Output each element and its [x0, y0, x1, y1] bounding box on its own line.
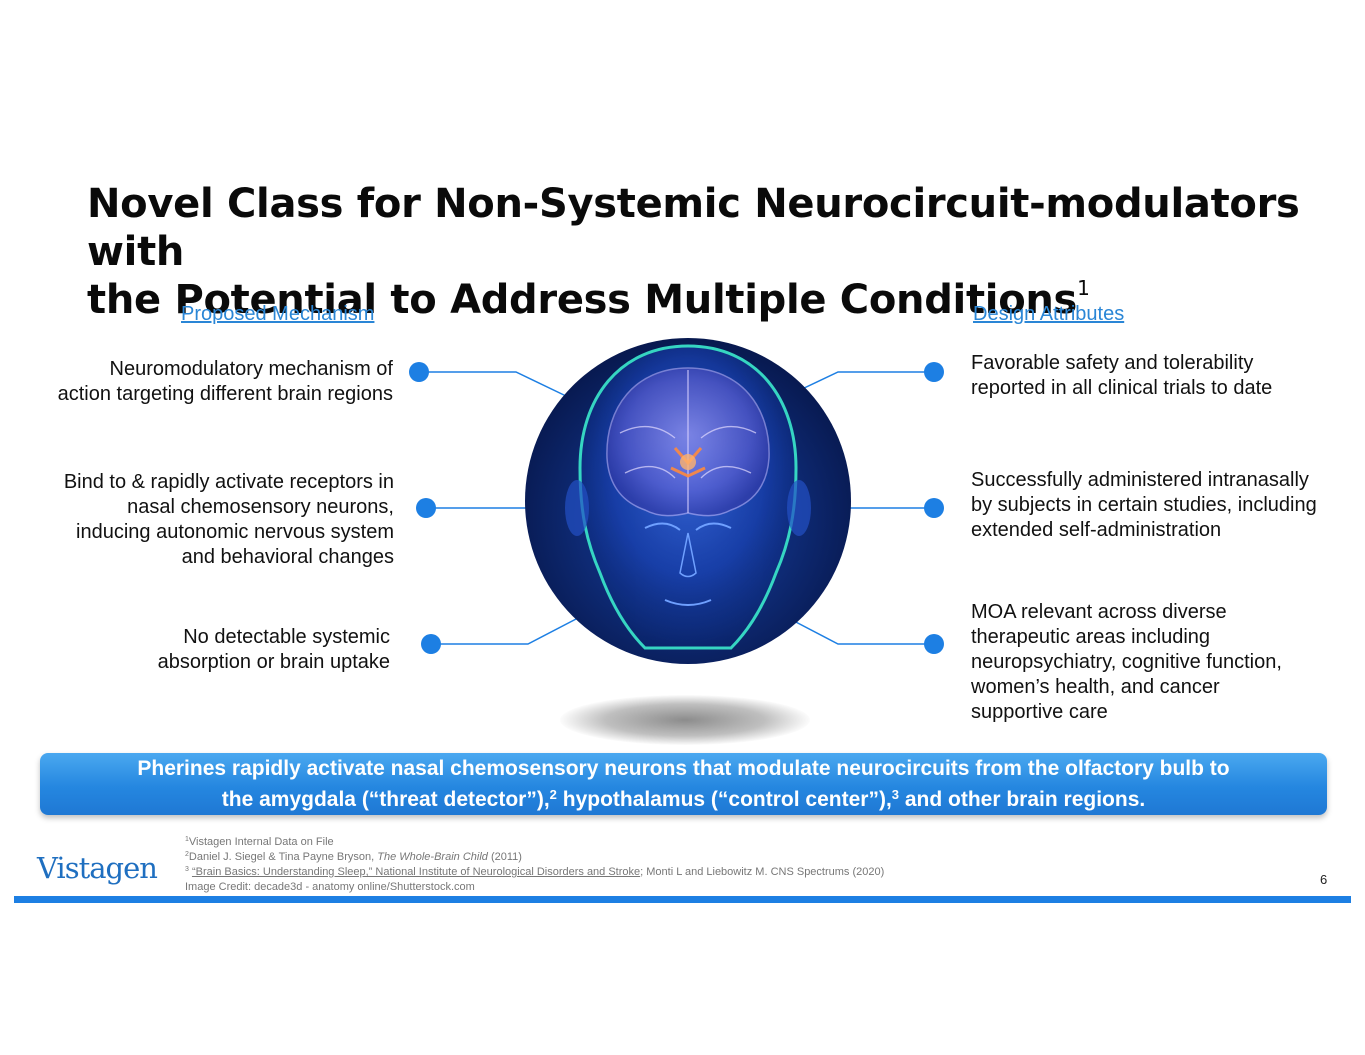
- image-credit: Image Credit: decade3d - anatomy online/…: [185, 881, 475, 893]
- footnote-2: 2Daniel J. Siegel & Tina Payne Bryson, T…: [185, 851, 522, 863]
- bullet-dot-left-2: [416, 498, 436, 518]
- footnote-3-link[interactable]: “Brain Basics: Understanding Sleep,” Nat…: [191, 866, 641, 878]
- image-shadow: [560, 695, 810, 745]
- banner-line-1: Pherines rapidly activate nasal chemosen…: [137, 757, 1230, 780]
- attribute-item-3: MOA relevant across diverse therapeutic …: [971, 601, 1282, 723]
- page-number: 6: [1320, 872, 1328, 887]
- footnote-3: 3 “Brain Basics: Understanding Sleep,” N…: [185, 866, 885, 878]
- attribute-item-2: Successfully administered intranasally b…: [971, 469, 1317, 541]
- title-line-1: Novel Class for Non-Systemic Neurocircui…: [87, 181, 1300, 275]
- bullet-dot-left-1: [409, 362, 429, 382]
- bullet-dot-right-1: [924, 362, 944, 382]
- brain-head-icon: [565, 344, 811, 650]
- bullet-dot-left-3: [421, 634, 441, 654]
- connector-left-1: [420, 371, 567, 397]
- brain-head-illustration: [525, 338, 851, 664]
- title-footnote-ref: 1: [1077, 276, 1090, 300]
- slide-title: Novel Class for Non-Systemic Neurocircui…: [87, 180, 1327, 324]
- design-attributes-link[interactable]: Design Attributes: [973, 303, 1125, 325]
- mechanism-item-3: No detectable systemic absorption or bra…: [157, 626, 390, 673]
- bullet-dot-right-3: [924, 634, 944, 654]
- attribute-item-1: Favorable safety and tolerability report…: [971, 352, 1273, 399]
- vistagen-logo: Vistagen: [37, 851, 158, 885]
- connector-right-3: [791, 619, 934, 645]
- connector-right-1: [799, 371, 934, 391]
- title-line-2: the Potential to Address Multiple Condit…: [87, 276, 1090, 323]
- connector-left-3: [431, 617, 579, 645]
- mechanism-item-1: Neuromodulatory mechanism of action targ…: [57, 358, 393, 405]
- bullet-dot-right-2: [924, 498, 944, 518]
- mechanism-item-2: Bind to & rapidly activate receptors in …: [63, 471, 394, 568]
- proposed-mechanism-link[interactable]: Proposed Mechanism: [181, 303, 375, 325]
- summary-banner: Pherines rapidly activate nasal chemosen…: [40, 753, 1327, 815]
- banner-line-2: the amygdala (“threat detector”),2 hypot…: [221, 787, 1146, 811]
- footnote-1: 1Vistagen Internal Data on File: [185, 836, 334, 848]
- bottom-rule: [14, 896, 1351, 903]
